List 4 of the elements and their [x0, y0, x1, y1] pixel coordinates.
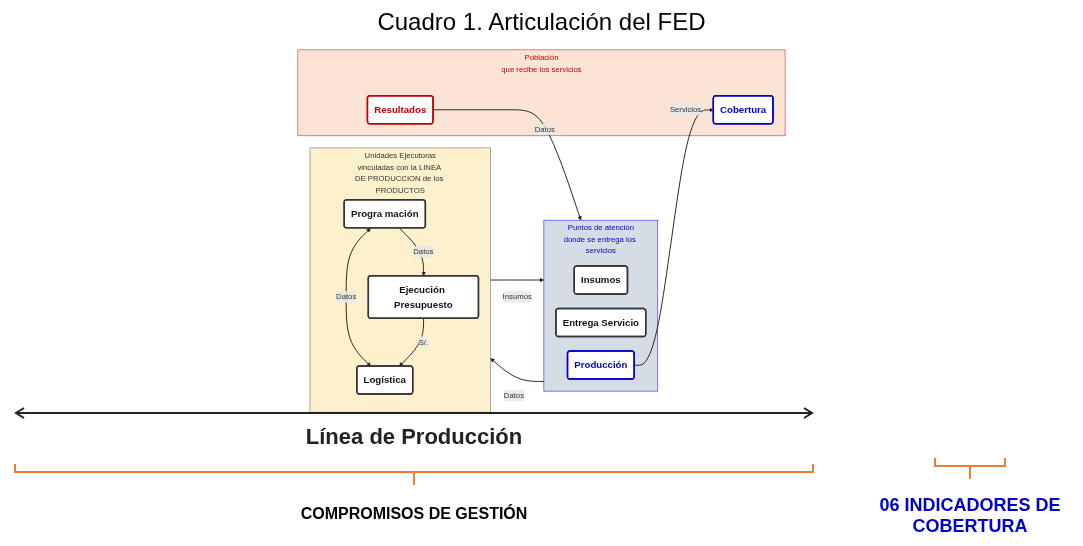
dimension-label: Línea de Producción	[304, 424, 524, 450]
title: Cuadro 1. Articulación del FED	[377, 8, 706, 36]
bracket-label: COMPROMISOS DE GESTIÓN	[299, 505, 529, 523]
bracket-label: 06 INDICADORES DE COBERTURA	[878, 495, 1062, 537]
